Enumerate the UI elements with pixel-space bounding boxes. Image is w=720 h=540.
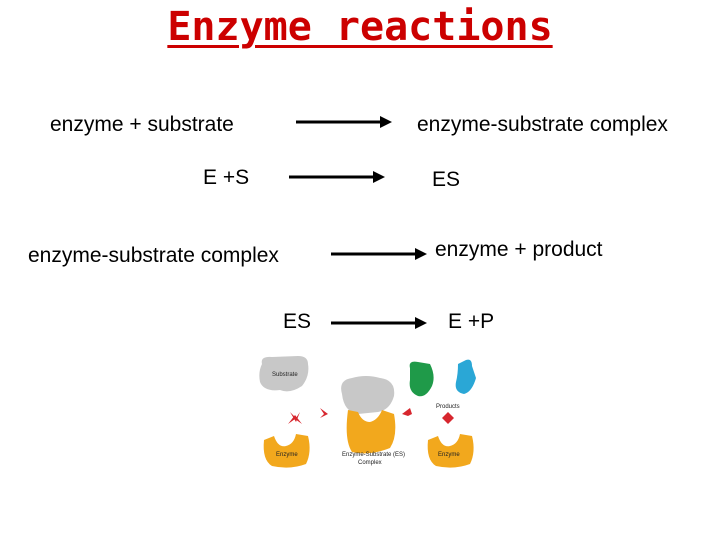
enzyme-right-shape bbox=[427, 434, 474, 468]
red-arrow-mid-right bbox=[402, 408, 412, 416]
row2-left-text: E +S bbox=[203, 166, 250, 189]
row1-left-text: enzyme + substrate bbox=[50, 113, 234, 136]
row1-right-text: enzyme-substrate complex bbox=[417, 113, 668, 136]
complex-substrate-shape bbox=[341, 376, 395, 414]
substrate-shape bbox=[259, 356, 309, 392]
complex-label-2: Complex bbox=[358, 460, 382, 466]
row4-right-text: E +P bbox=[448, 310, 495, 333]
red-arrow-right bbox=[442, 412, 454, 424]
red-arrow-mid-left bbox=[320, 408, 328, 418]
page-title: Enzyme reactions bbox=[167, 4, 553, 50]
complex-label-1: Enzyme-Substrate (ES) bbox=[342, 452, 405, 458]
row4-arrow bbox=[331, 317, 427, 329]
row1-arrow bbox=[296, 116, 392, 128]
enzyme-right-label: Enzyme bbox=[438, 452, 460, 458]
row2-arrow bbox=[289, 171, 385, 183]
row3-left-text: enzyme-substrate complex bbox=[28, 244, 279, 267]
product-blue-shape bbox=[455, 359, 476, 394]
enzyme-left-shape bbox=[263, 434, 310, 468]
row4-left-text: ES bbox=[283, 310, 312, 333]
complex-enzyme-shape bbox=[346, 410, 396, 454]
product-green-shape bbox=[409, 361, 434, 397]
substrate-label: Substrate bbox=[272, 372, 298, 378]
enzyme-diagram: Substrate Enzyme Enzyme-Substrate (ES) C… bbox=[259, 356, 476, 468]
row3-right-text: enzyme + product bbox=[435, 238, 603, 261]
enzyme-left-label: Enzyme bbox=[276, 452, 298, 458]
products-label: Products bbox=[436, 404, 460, 410]
row2-right-text: ES bbox=[432, 168, 461, 191]
red-arrow-left-up bbox=[288, 415, 302, 424]
row3-arrow bbox=[331, 248, 427, 260]
